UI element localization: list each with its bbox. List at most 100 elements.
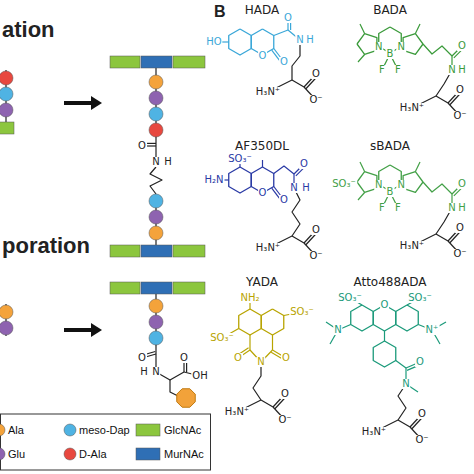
bond-line <box>274 30 288 36</box>
sugar-block <box>141 282 172 294</box>
atom-label: H₃N⁺ <box>255 243 281 253</box>
atom-label: SO₃⁻ <box>209 333 235 343</box>
atom-label: O⁻ <box>308 95 323 105</box>
bond-line <box>403 34 423 55</box>
bond-line <box>360 162 365 172</box>
section-heading: ation <box>2 19 55 41</box>
atom-label: O <box>455 85 465 95</box>
bond-line <box>272 335 273 350</box>
atom-label: O <box>415 357 425 367</box>
atom-label: O <box>457 41 467 51</box>
bond-line <box>64 328 93 332</box>
atom-label: O <box>281 353 291 363</box>
amino-acid-bead <box>149 75 163 89</box>
atom-label: N <box>151 157 160 167</box>
atom-label: F <box>394 203 402 213</box>
bond-line <box>415 24 420 34</box>
atom-label: O <box>457 179 467 189</box>
legend-swatch <box>136 424 160 436</box>
atom-label: O⁻ <box>414 435 429 445</box>
bond-line <box>150 167 162 194</box>
atom-label: O <box>311 69 321 79</box>
bond-line <box>398 420 410 427</box>
atom-label: N <box>447 65 456 75</box>
amino-acid-bead <box>0 321 13 335</box>
atom-label: O <box>380 300 390 310</box>
amino-acid-bead <box>149 299 163 313</box>
bond-line <box>155 137 156 146</box>
atom-label: O <box>137 141 147 151</box>
atom-label: H <box>457 65 467 75</box>
bond-line <box>358 193 365 201</box>
atom-label: N <box>289 183 298 193</box>
atom-label: O <box>417 409 427 419</box>
bond-line <box>436 96 448 103</box>
atom-label: SO₃⁻ <box>337 293 363 303</box>
sugar-block <box>110 56 140 68</box>
legend-swatch <box>0 424 5 436</box>
bond-line <box>423 182 452 194</box>
bond-line <box>373 341 396 367</box>
atom-label: N <box>374 42 383 52</box>
legend-swatch <box>64 448 76 460</box>
legend-text: MurNAc <box>164 449 204 460</box>
bond-line <box>396 361 406 369</box>
atom-label: O <box>311 225 321 235</box>
probe-name: AF350DL <box>235 140 289 152</box>
bond-line <box>261 309 284 335</box>
bond-line <box>358 55 365 63</box>
atom-label: H₃N⁺ <box>399 103 425 113</box>
bond-line <box>360 24 365 34</box>
legend-swatch <box>136 448 160 460</box>
amino-acid-bead <box>149 194 163 208</box>
probe-name: YADA <box>246 276 278 288</box>
reaction-arrow <box>91 96 102 110</box>
amino-acid-bead <box>149 123 163 137</box>
atom-label: O <box>279 57 289 67</box>
bond-line <box>229 167 252 193</box>
bond-line <box>239 309 262 335</box>
atom-label: O⁻ <box>452 249 467 259</box>
sugar-block <box>173 56 205 68</box>
atom-label: SO₃⁻ <box>227 154 253 164</box>
atom-label: F <box>378 203 386 213</box>
atom-label: N <box>401 379 410 389</box>
bond-line <box>292 236 304 243</box>
sugar-block <box>110 245 140 257</box>
sugar-block <box>141 245 172 257</box>
atom-label: F <box>378 65 386 75</box>
panel-letter: B <box>214 4 226 20</box>
atom-label: O <box>455 223 465 233</box>
atom-label: O <box>258 51 268 61</box>
legend-text: D-Ala <box>79 449 107 460</box>
amino-acid-bead <box>0 103 13 117</box>
sugar-block <box>0 122 14 134</box>
legend-swatch <box>0 448 5 460</box>
atom-label: H₃N⁺ <box>399 241 425 251</box>
atom-label: B <box>386 187 395 197</box>
bond-line <box>403 172 423 193</box>
atom-label: HO <box>205 37 222 47</box>
atom-label: H₃N⁺ <box>255 87 281 97</box>
bond-line <box>249 335 250 350</box>
atom-label: O <box>179 353 189 363</box>
amino-acid-bead <box>0 305 13 319</box>
atom-label: H₃N⁺ <box>224 407 250 417</box>
amino-acid-bead <box>149 210 163 224</box>
amino-acid-bead <box>149 91 163 105</box>
atom-label: OH <box>191 371 208 381</box>
atom-label: O <box>137 353 147 363</box>
atom-label: N <box>397 180 406 190</box>
atom-label: N <box>447 203 456 213</box>
section-heading: poration <box>2 235 90 257</box>
atom-label: N <box>256 357 265 367</box>
atom-label: SO₃⁻ <box>407 293 433 303</box>
atom-label: O <box>258 188 268 198</box>
legend-text: Glu <box>8 449 25 460</box>
legend-text: Ala <box>8 425 24 436</box>
amino-acid-bead <box>149 107 163 121</box>
atom-label: N <box>397 42 406 52</box>
atom-label: SO₃⁻ <box>289 307 315 317</box>
